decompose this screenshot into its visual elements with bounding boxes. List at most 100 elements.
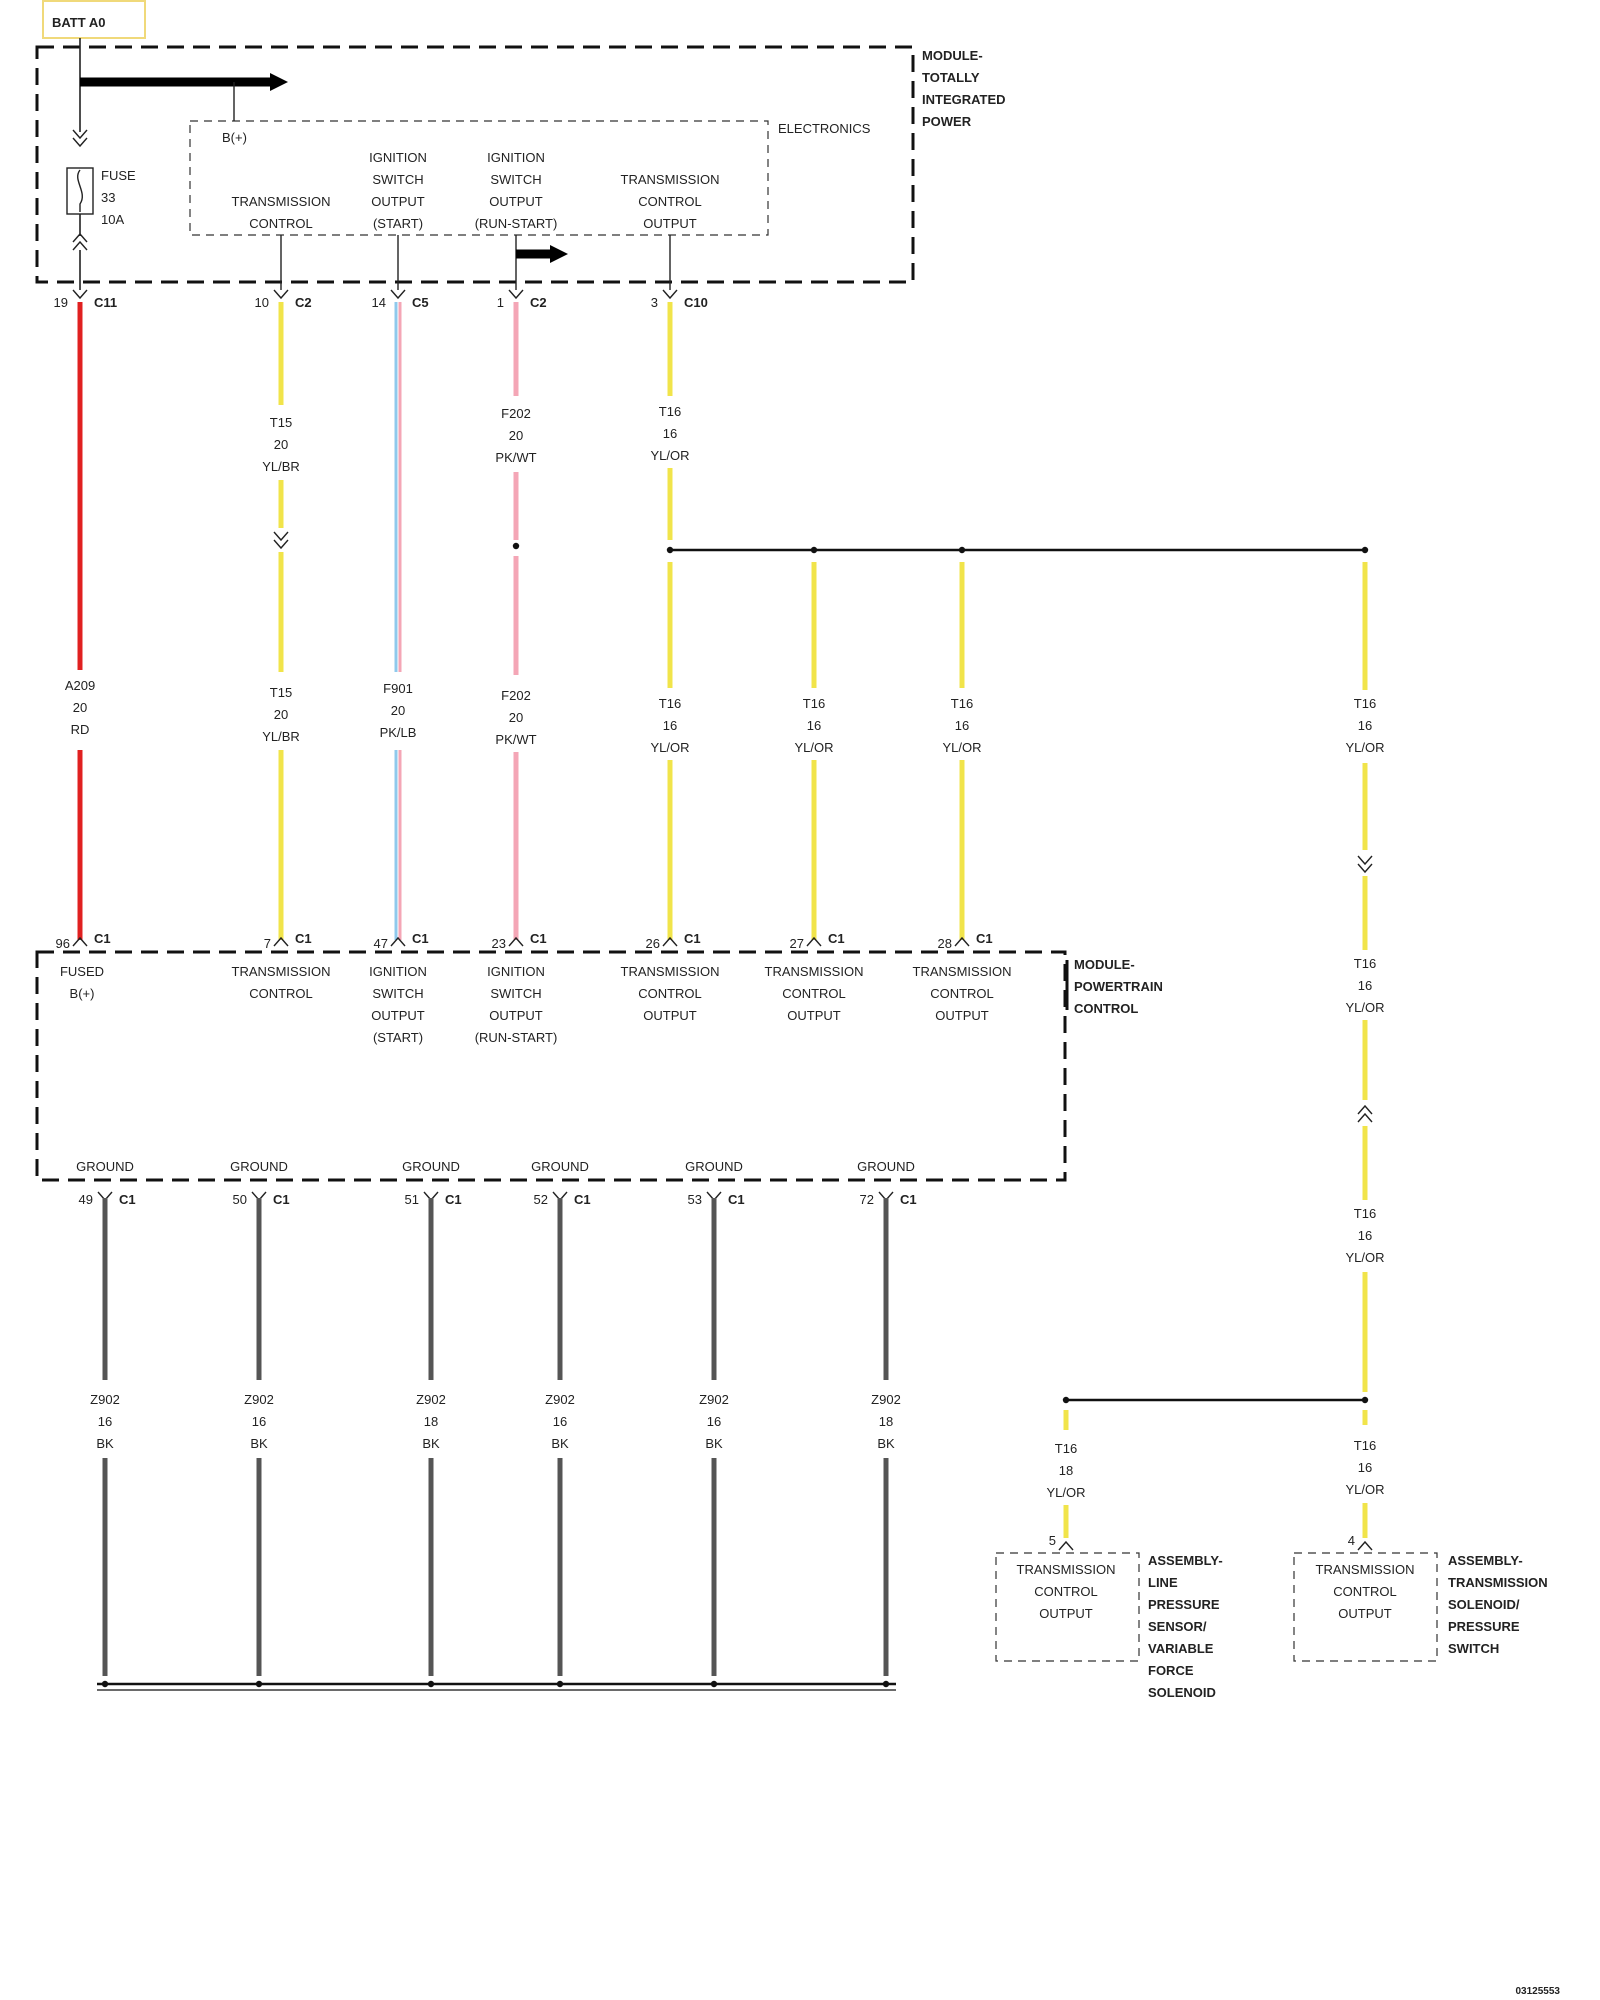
pcm-input-2-line-0: IGNITION: [369, 964, 427, 979]
pcm-input-5-line-1: CONTROL: [782, 986, 846, 1001]
assembly-title-0-line-0: ASSEMBLY-: [1148, 1553, 1223, 1568]
ground-pin-num-3: 52: [534, 1192, 548, 1207]
ground-pin-num-0: 49: [79, 1192, 93, 1207]
tipm-pin-num-0: 19: [54, 295, 68, 310]
tipm-pin-conn-4: C10: [684, 295, 708, 310]
wire-t16-right-inline-1-b: [1357, 863, 1373, 874]
assembly-text-0-line-2: OUTPUT: [1039, 1606, 1093, 1621]
wire-f901-label-line-2: PK/LB: [380, 725, 417, 740]
wire-t15-label-2-line-2: YL/BR: [262, 729, 300, 744]
tipm-pin-num-4: 3: [651, 295, 658, 310]
ground-wire-label-4-line-2: BK: [705, 1436, 723, 1451]
assembly-title-0-line-2: PRESSURE: [1148, 1597, 1220, 1612]
run-start-arrow-head: [550, 245, 568, 263]
ground-wire-label-5-line-2: BK: [877, 1436, 895, 1451]
assembly-title-0-line-4: VARIABLE: [1148, 1641, 1214, 1656]
fuse-bottom-chevron-a: [72, 240, 88, 251]
wire-t16-right-label-3-line-0: T16: [1354, 1206, 1376, 1221]
electronics-label: ELECTRONICS: [778, 121, 871, 136]
assembly-title-0-line-6: SOLENOID: [1148, 1685, 1216, 1700]
wire-f202-label-2-line-1: 20: [509, 710, 523, 725]
pcm-pin-mark-3: [508, 936, 524, 947]
pcm-module-title-line-2: CONTROL: [1074, 1001, 1138, 1016]
pcm-pin-conn-3: C1: [530, 931, 547, 946]
tipm-pin-conn-3: C2: [530, 295, 547, 310]
tipm-pin-mark-4: [662, 289, 678, 300]
ground-wire-label-0-line-2: BK: [96, 1436, 114, 1451]
assembly-title-1-line-2: SOLENOID/: [1448, 1597, 1520, 1612]
ground-pin-conn-0: C1: [119, 1192, 136, 1207]
ground-label-3: GROUND: [531, 1159, 589, 1174]
ground-wire-label-4-line-0: Z902: [699, 1392, 729, 1407]
splice-dot-2: [958, 546, 966, 554]
wire-t16-27-label-line-2: YL/OR: [794, 740, 833, 755]
wire-a209-label-line-0: A209: [65, 678, 95, 693]
ground-pin-num-1: 50: [233, 1192, 247, 1207]
splice-dot-3: [1361, 546, 1369, 554]
ground-label-4: GROUND: [685, 1159, 743, 1174]
ground-wire-label-3-line-2: BK: [551, 1436, 569, 1451]
pcm-input-1-line-0: TRANSMISSION: [232, 964, 331, 979]
pcm-pin-mark-0: [72, 936, 88, 947]
ground-pin-num-4: 53: [688, 1192, 702, 1207]
wire-a209-label-line-2: RD: [71, 722, 90, 737]
ground-pin-conn-1: C1: [273, 1192, 290, 1207]
pcm-input-5-line-2: OUTPUT: [787, 1008, 841, 1023]
assembly-pin-mark-1: [1357, 1540, 1373, 1551]
tipm-output-3-line-2: CONTROL: [638, 194, 702, 209]
wire-t15-label-2-line-0: T15: [270, 685, 292, 700]
wire-t15-inline-a: [273, 531, 289, 542]
battery-box: [42, 0, 146, 39]
assembly-text-1-line-2: OUTPUT: [1338, 1606, 1392, 1621]
pcm-pin-num-6: 28: [938, 936, 952, 951]
assembly-text-1-line-1: CONTROL: [1333, 1584, 1397, 1599]
ground-wire-label-2-line-2: BK: [422, 1436, 440, 1451]
ground-wire-label-3-line-0: Z902: [545, 1392, 575, 1407]
wire-t15-label-1-line-1: 20: [274, 437, 288, 452]
ground-wire-label-2-line-1: 18: [424, 1414, 438, 1429]
pcm-pin-conn-6: C1: [976, 931, 993, 946]
fuse-top-chevron-b: [72, 137, 88, 148]
assembly-text-0-line-0: TRANSMISSION: [1017, 1562, 1116, 1577]
ground-wire-label-5-line-0: Z902: [871, 1392, 901, 1407]
wire-t16-27-label-line-1: 16: [807, 718, 821, 733]
fuse-bottom-chevron-b: [72, 232, 88, 243]
assembly-box-0: [995, 1552, 1140, 1662]
pcm-input-2-line-3: (START): [373, 1030, 423, 1045]
wire-f202-label-2-line-2: PK/WT: [495, 732, 536, 747]
tipm-pin-mark-0: [72, 289, 88, 300]
tipm-output-3-line-1: TRANSMISSION: [621, 172, 720, 187]
tipm-pin-mark-2: [390, 289, 406, 300]
tipm-output-1-line-2: OUTPUT: [371, 194, 425, 209]
pcm-input-5-line-0: TRANSMISSION: [765, 964, 864, 979]
wire-t15-label-1-line-2: YL/BR: [262, 459, 300, 474]
ground-label-5: GROUND: [857, 1159, 915, 1174]
pcm-input-6-line-0: TRANSMISSION: [913, 964, 1012, 979]
pcm-input-4-line-1: CONTROL: [638, 986, 702, 1001]
tipm-output-2-line-2: OUTPUT: [489, 194, 543, 209]
fuse-top-chevron-a: [72, 129, 88, 140]
assembly-pin-mark-0: [1058, 1540, 1074, 1551]
battery-label: BATT A0: [52, 15, 105, 30]
wire-t16-26-label-line-2: YL/OR: [650, 740, 689, 755]
pcm-pin-conn-0: C1: [94, 931, 111, 946]
tipm-pin-num-3: 1: [497, 295, 504, 310]
tipm-output-2-line-3: (RUN-START): [475, 216, 558, 231]
tipm-output-1-line-3: (START): [373, 216, 423, 231]
ground-wire-label-4-line-1: 16: [707, 1414, 721, 1429]
wire-t16-26-label-line-1: 16: [663, 718, 677, 733]
tipm-pin-mark-1: [273, 289, 289, 300]
wire-t16-27-label-line-0: T16: [803, 696, 825, 711]
pcm-pin-num-0: 96: [56, 936, 70, 951]
electronics-border: [189, 120, 769, 236]
tipm-pin-conn-1: C2: [295, 295, 312, 310]
tipm-module-title-line-0: MODULE-: [922, 48, 983, 63]
ground-wire-label-1-line-2: BK: [250, 1436, 268, 1451]
wire-t16-right-label-4-line-2: YL/OR: [1345, 1482, 1384, 1497]
wire-t16-right-label-1-line-2: YL/OR: [1345, 740, 1384, 755]
ground-pin-conn-3: C1: [574, 1192, 591, 1207]
pcm-pin-num-5: 27: [790, 936, 804, 951]
ground-label-2: GROUND: [402, 1159, 460, 1174]
wire-t16-28-label-line-1: 16: [955, 718, 969, 733]
wire-t16-26-label-line-0: T16: [659, 696, 681, 711]
